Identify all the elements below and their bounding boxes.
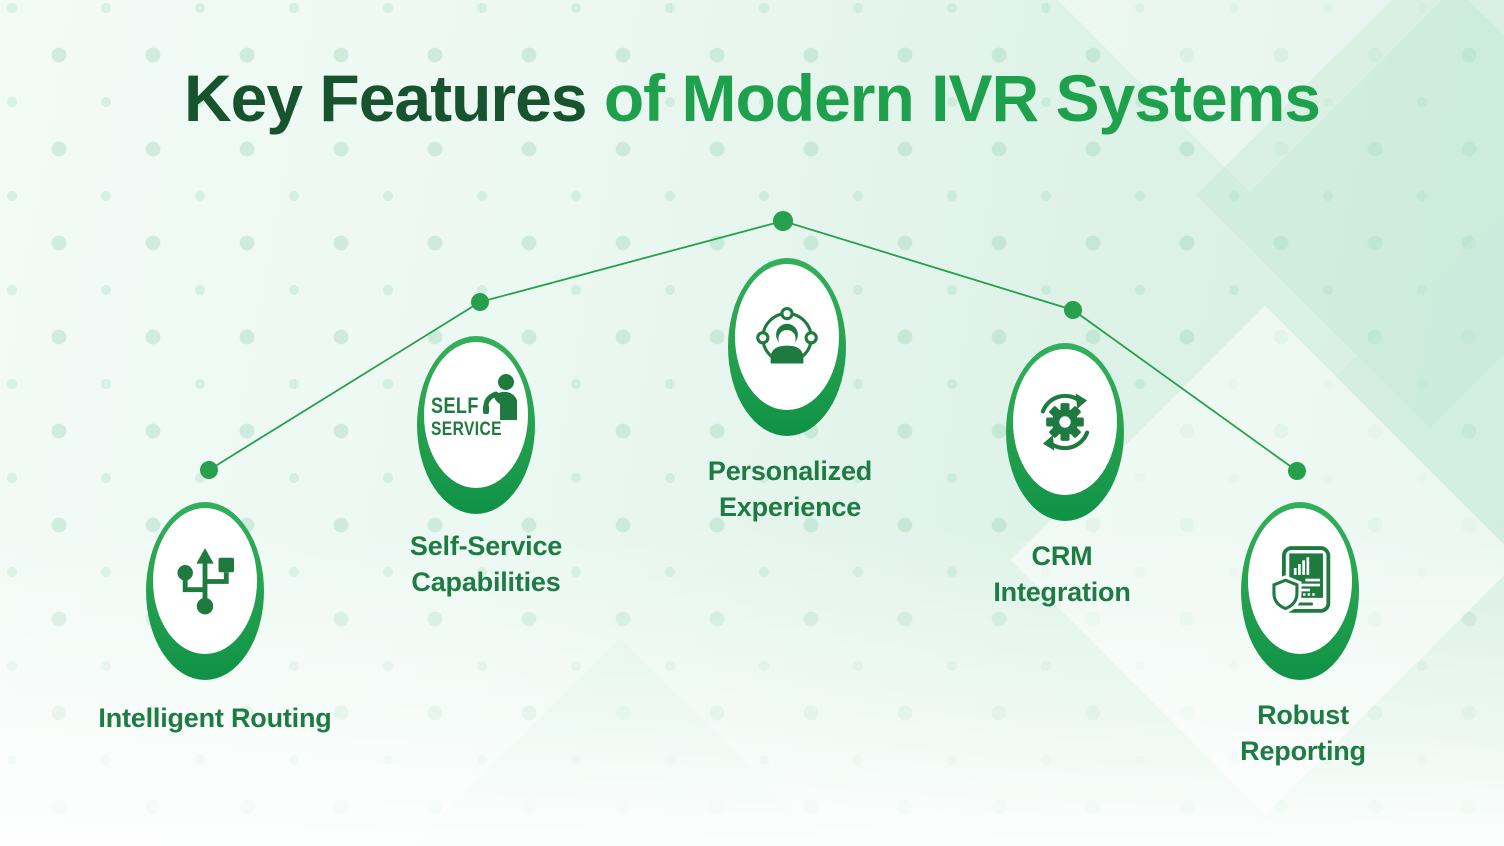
title-dark-segment: Key Features [183,61,588,135]
page-title: Key Features of Modern IVR Systems [0,62,1504,135]
node-label-personalized-experience: Personalized Experience [707,456,873,522]
junction-dot [1064,301,1082,319]
title-green-segment: of Modern IVR Systems [586,61,1321,135]
node-label-robust-reporting: Robust Reporting [1240,700,1366,766]
junction-dot [200,461,218,479]
self-service-icon-text: SELF SERVICE [431,393,502,440]
node-label-self-service: Self-Service Capabilities [409,531,563,597]
sync-gear-icon [1006,357,1124,487]
node-label-crm-integration: CRM Integration [993,541,1131,607]
node-self-service: SELF SERVICE [417,336,535,514]
person-orbit-icon [728,272,846,402]
usb-routing-icon [146,516,264,646]
node-personalized-experience [728,258,846,436]
junction-dot [471,293,489,311]
self-service-person-glyph [483,374,517,420]
self-service-icon: SELF SERVICE [417,350,535,480]
node-crm-integration [1006,343,1124,521]
node-label-intelligent-routing: Intelligent Routing [98,703,332,733]
junction-dot [773,211,793,231]
junction-dot [1288,462,1306,480]
node-intelligent-routing [146,502,264,680]
node-robust-reporting [1241,502,1359,680]
report-shield-icon [1241,516,1359,646]
